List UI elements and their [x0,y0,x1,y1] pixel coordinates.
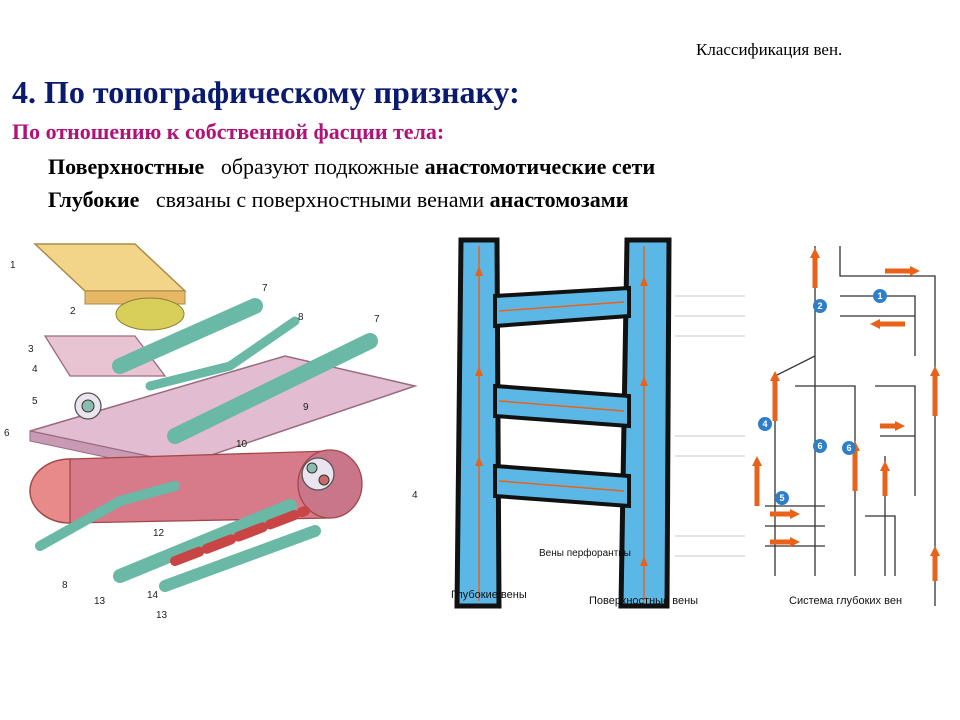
fig1-label: 10 [236,439,248,450]
fig1-label: 7 [262,283,268,294]
superficial-veins-label: Поверхностные вены [589,595,698,607]
fig1-label: 4 [32,364,38,375]
fig1-label: 9 [303,402,309,413]
deep-term: Глубокие [48,187,140,212]
perforator-veins-diagram: Вены перфорантны Глубокие вены Поверхнос… [439,236,755,612]
fig1-label: 13 [156,610,168,620]
badge-2: 2 [817,301,822,311]
fig1-label: 14 [147,590,159,601]
deep-line: Глубокие связаны с поверхностными венами… [48,187,628,213]
fig1-label: 6 [4,428,10,439]
fig1-label: 8 [62,580,68,591]
badge-6b: 6 [846,443,851,453]
deep-veins-label: Глубокие вены [451,589,527,601]
fig1-label: 1 [10,260,16,271]
superficial-term: Поверхностные [48,154,205,179]
badge-6a: 6 [817,441,822,451]
superficial-line: Поверхностные образуют подкожные анастом… [48,154,655,180]
deep-text: связаны с поверхностными венами [155,187,485,212]
badge-1: 1 [877,291,882,301]
superficial-bold: анастомотические сети [424,154,656,179]
badge-5: 5 [779,493,784,503]
anatomy-illustration: 1 2 3 4 5 6 7 8 7 9 10 4 12 8 13 14 13 [4,243,418,620]
page-title: 4. По топографическому признаку: [12,74,520,110]
slide-caption: Классификация вен. [696,40,843,59]
deep-bold: анастомозами [489,187,629,212]
badge-4: 4 [762,419,767,429]
fig1-label: 8 [298,312,304,323]
fig1-label: 5 [32,396,38,407]
deep-vein-system-diagram: 1 2 4 6 6 5 Система глубоких вен [745,236,945,614]
fig1-label: 12 [153,528,165,539]
fig1-label: 7 [374,314,380,325]
fig1-label: 3 [28,344,34,355]
fig1-label: 4 [412,490,418,501]
fig1-label: 13 [94,596,106,607]
fig1-label: 2 [70,306,76,317]
superficial-text: образуют подкожные [220,154,420,179]
deep-system-label: Система глубоких вен [789,595,902,607]
perforating-veins-label: Вены перфорантны [539,547,631,559]
section-subtitle: По отношению к собственной фасции тела: [12,119,445,144]
